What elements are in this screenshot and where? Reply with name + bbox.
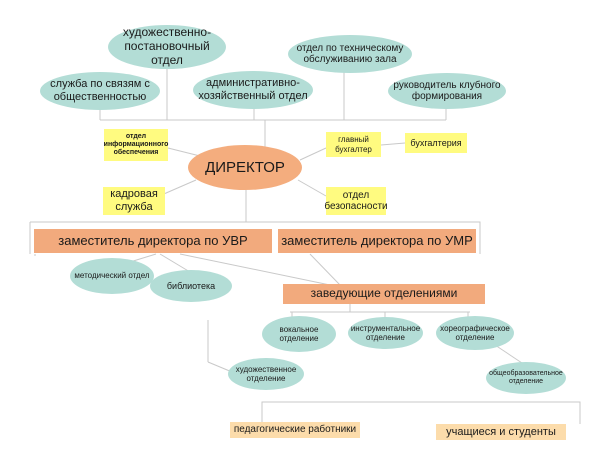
library-node: библиотека — [150, 270, 232, 302]
connector — [159, 253, 191, 273]
info-dept-box: отдел информационного обеспечения — [104, 129, 168, 161]
admin-dept-node: административно-хозяйственный отдел — [193, 71, 313, 109]
instrumental-dept-node: инструментальное отделение — [348, 317, 423, 349]
connector — [309, 253, 341, 286]
students-box: учащиеся и студенты — [436, 424, 566, 440]
deputy-director-uvr-box: заместитель директора по УВР — [34, 229, 272, 253]
connector — [299, 147, 327, 161]
connector — [261, 401, 581, 424]
connector — [297, 179, 327, 197]
methodist-dept-node: методический отдел — [70, 258, 154, 294]
connector — [30, 221, 481, 254]
club-head-node: руководитель клубного формирования — [388, 73, 506, 109]
deputy-director-umr-box: заместитель директора по УМР — [278, 229, 476, 253]
connector — [380, 142, 406, 146]
security-dept-box: отдел безопасности — [324, 187, 388, 215]
pr-service-node: служба по связям с общественностью — [40, 72, 160, 110]
art-staging-dept-node: художественно-постановочный отдел — [108, 25, 226, 69]
tech-service-dept-node: отдел по техническому обслуживанию зала — [288, 35, 412, 73]
vocal-dept-node: вокальное отделение — [262, 316, 336, 352]
department-heads-box: заведующие отделениями — [283, 284, 485, 304]
director-node: ДИРЕКТОР — [188, 145, 302, 190]
hr-service-box: кадровая служба — [103, 187, 165, 215]
teaching-staff-box: педагогические работники — [230, 422, 360, 438]
accounting-box: бухгалтерия — [405, 133, 467, 153]
art-dept-node: художественное отделение — [228, 358, 304, 390]
connector — [494, 344, 526, 366]
choreographic-dept-node: хореографическое отделение — [436, 316, 514, 350]
chief-accountant-box: главный бухгалтер — [326, 132, 381, 157]
general-education-dept-node: общеобразовательное отделение — [486, 362, 566, 394]
connector — [179, 253, 331, 286]
